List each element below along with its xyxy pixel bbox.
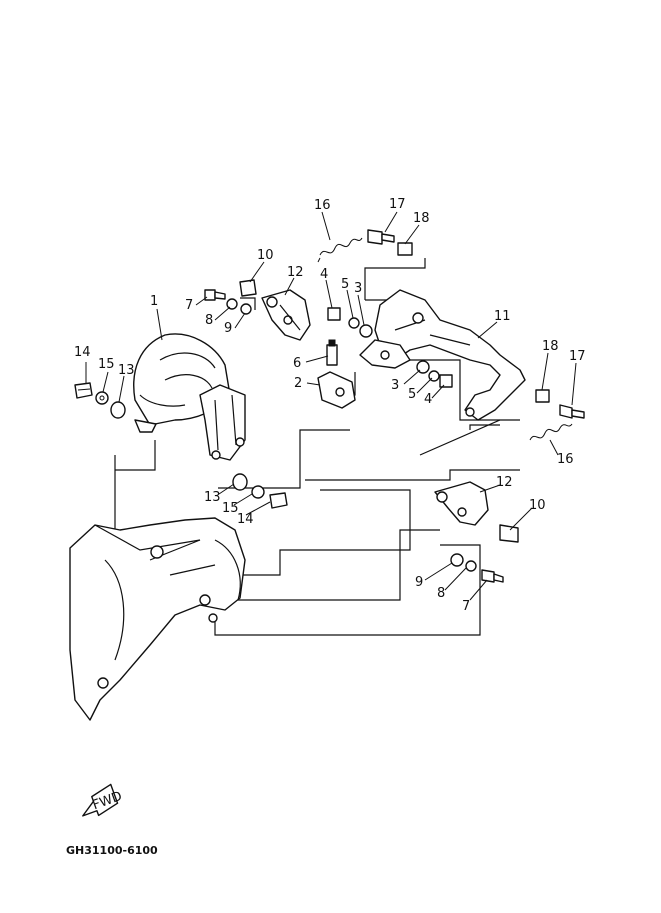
callout-8-upper: 8 (205, 313, 213, 328)
part-nipple (326, 339, 338, 366)
callout-9-upper: 9 (224, 321, 232, 336)
bolt-4-upper (327, 307, 341, 321)
part-spring-upper (317, 237, 363, 263)
callout-13-lower: 13 (204, 490, 221, 505)
callout-4-lower: 4 (424, 392, 432, 407)
part-spring-lower (529, 423, 573, 441)
part-mount-plate-upper (261, 289, 311, 341)
bolt-7-upper (204, 289, 226, 301)
callout-9-lower: 9 (415, 575, 423, 590)
callout-14-lower: 14 (237, 512, 254, 527)
bolt-17-lower (559, 404, 585, 419)
callout-18-lower: 18 (542, 339, 559, 354)
callout-15-upper: 15 (98, 357, 115, 372)
part-bolts (74, 229, 585, 583)
callout-2: 2 (294, 376, 302, 391)
callout-3-lower: 3 (391, 378, 399, 393)
drawing-code: GH31100-6100 (66, 844, 158, 857)
callout-12-upper: 12 (287, 265, 304, 280)
bolt-7-lower (481, 569, 504, 583)
part-engine-housing (69, 517, 246, 721)
callout-8-lower: 8 (437, 586, 445, 601)
callout-13-upper: 13 (118, 363, 135, 378)
callout-12-lower: 12 (496, 475, 513, 490)
part-bracket (359, 289, 526, 421)
fwd-arrow-icon: FWD (82, 783, 124, 817)
callout-10-upper: 10 (257, 248, 274, 263)
assembly-guide-lines (114, 258, 520, 636)
callout-1: 1 (150, 294, 158, 309)
bolt-14-lower (269, 492, 288, 509)
callout-6: 6 (293, 356, 301, 371)
callout-18-upper: 18 (413, 211, 430, 226)
part-cover (133, 333, 246, 461)
callout-16-lower: 16 (557, 452, 574, 467)
callout-15-lower: 15 (222, 501, 239, 516)
callout-16-upper: 16 (314, 198, 331, 213)
callout-4-upper: 4 (320, 267, 328, 282)
callout-17-upper: 17 (389, 197, 406, 212)
part-mount-plate-lower (434, 481, 489, 526)
bolt-14-upper (74, 382, 93, 399)
callout-labels: 1 2 3 3 4 4 5 5 6 7 7 8 8 9 9 10 10 11 1… (74, 197, 586, 614)
leader-lines (85, 211, 577, 601)
callout-14-upper: 14 (74, 345, 91, 360)
part-clamp (317, 371, 356, 409)
bolt-17-upper (367, 229, 395, 245)
callout-11: 11 (494, 309, 511, 324)
callout-7-lower: 7 (462, 599, 470, 614)
callout-7-upper: 7 (185, 298, 193, 313)
bolt-10-lower (499, 524, 519, 543)
callout-17-lower: 17 (569, 349, 586, 364)
callout-10-lower: 10 (529, 498, 546, 513)
bolt-10-upper (239, 279, 257, 297)
bolt-4-lower (439, 374, 453, 388)
callout-5-upper: 5 (341, 277, 349, 292)
callout-5-lower: 5 (408, 387, 416, 402)
callout-3-upper: 3 (354, 281, 362, 296)
